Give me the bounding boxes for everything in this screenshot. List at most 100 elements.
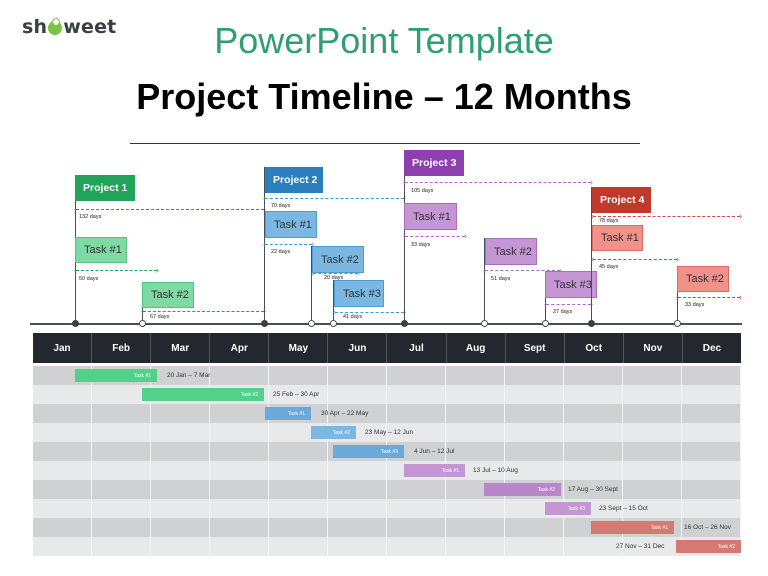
gantt-row: Task #3 4 Jun – 12 Jul <box>33 442 741 461</box>
month-jun: Jun <box>328 333 388 363</box>
milestone-dot <box>72 320 79 327</box>
gantt-row: Task #3 23 Sept – 15 Oct <box>33 499 741 518</box>
month-header-row: Jan Feb Mar Apr May Jun Jul Aug Sept Oct… <box>33 333 741 363</box>
p1-task1-days: 50 days <box>79 276 99 282</box>
p1-task1-duration-arrow <box>74 265 159 278</box>
project1-duration-arrow <box>74 204 266 217</box>
gantt-row: Task #1 20 Jan – 7 Mar <box>33 366 741 385</box>
p4-task1-duration-arrow <box>591 254 679 267</box>
p1-task2-label: Task #2 <box>142 282 194 308</box>
gantt-bar: Task #2 <box>676 540 741 553</box>
date-range: 13 Jul – 10 Aug <box>473 467 518 474</box>
p3-task3-days: 27 days <box>553 309 573 315</box>
gantt-row: Task #1 13 Jul – 10 Aug <box>33 461 741 480</box>
month-jul: Jul <box>387 333 447 363</box>
p1-task1-label: Task #1 <box>75 237 127 263</box>
p3-task2-stem <box>484 238 485 324</box>
milestone-dot <box>542 320 549 327</box>
date-range: 27 Nov – 31 Dec <box>616 543 665 550</box>
p3-task1-label: Task #1 <box>404 203 457 230</box>
month-sept: Sept <box>506 333 565 363</box>
gantt-bar: Task #2 <box>142 388 264 401</box>
p2-task2-duration-arrow <box>311 268 360 281</box>
project4-days: 78 days <box>599 218 619 224</box>
gantt-row: 27 Nov – 31 Dec Task #2 <box>33 537 741 556</box>
p3-task2-label: Task #2 <box>485 238 537 265</box>
date-range: 4 Jun – 12 Jul <box>414 448 455 455</box>
timeline-axis <box>30 323 742 325</box>
p4-task2-days: 33 days <box>685 302 705 308</box>
gantt-bar: Task #1 <box>75 369 157 382</box>
p2-task2-stem <box>311 246 312 324</box>
p2-task3-days: 41 days <box>343 314 363 320</box>
month-oct: Oct <box>565 333 624 363</box>
month-apr: Apr <box>210 333 270 363</box>
date-range: 30 Apr – 22 May <box>321 410 369 417</box>
date-range: 23 Sept – 15 Oct <box>599 505 648 512</box>
month-jan: Jan <box>33 333 93 363</box>
project1-label: Project 1 <box>75 175 135 201</box>
gantt-bar: Task #3 <box>333 445 404 458</box>
project4-duration-arrow <box>591 211 742 224</box>
p2-task3-label: Task #3 <box>334 280 384 307</box>
month-nov: Nov <box>624 333 683 363</box>
month-aug: Aug <box>447 333 506 363</box>
p2-task1-label: Task #1 <box>265 211 317 238</box>
gantt-row: Task #2 25 Feb – 30 Apr <box>33 385 741 404</box>
gantt-row: Task #1 16 Oct – 26 Nov <box>33 518 741 537</box>
project3-label: Project 3 <box>404 150 464 176</box>
gantt-bar: Task #1 <box>591 521 674 534</box>
p3-task1-duration-arrow <box>403 231 467 244</box>
month-mar: Mar <box>151 333 211 363</box>
subtitle: PowerPoint Template <box>214 20 554 61</box>
gantt-bar: Task #2 <box>484 483 561 496</box>
milestone-dot <box>481 320 488 327</box>
project3-duration-arrow <box>403 177 593 190</box>
gantt-table: Jan Feb Mar Apr May Jun Jul Aug Sept Oct… <box>33 333 741 556</box>
p2-task3-stem <box>333 280 334 324</box>
logo-mark-icon <box>48 18 63 35</box>
p2-task1-duration-arrow <box>263 239 314 252</box>
month-may: May <box>269 333 329 363</box>
milestone-dot <box>139 320 146 327</box>
milestone-dot <box>674 320 681 327</box>
gantt-bar: Task #3 <box>545 502 591 515</box>
project2-label: Project 2 <box>265 167 323 193</box>
p3-task3-label: Task #3 <box>545 271 597 298</box>
gantt-row: Task #1 30 Apr – 22 May <box>33 404 741 423</box>
date-range: 17 Aug – 30 Sept <box>568 486 618 493</box>
gantt-bar: Task #2 <box>311 426 356 439</box>
milestone-dot <box>261 320 268 327</box>
project4-label: Project 4 <box>592 187 651 213</box>
date-range: 16 Oct – 26 Nov <box>684 524 731 531</box>
milestone-dot <box>308 320 315 327</box>
p3-task2-duration-arrow <box>483 265 562 278</box>
p4-task1-days: 45 days <box>599 264 619 270</box>
p2-task2-days: 20 days <box>324 275 344 281</box>
milestone-dot <box>330 320 337 327</box>
p4-task1-label: Task #1 <box>592 225 643 251</box>
project3-days: 105 days <box>411 188 434 194</box>
milestone-dot <box>588 320 595 327</box>
date-range: 25 Feb – 30 Apr <box>273 391 320 398</box>
page-title: Project Timeline – 12 Months <box>136 76 632 117</box>
project1-days: 132 days <box>79 214 102 220</box>
gantt-row: Task #2 23 May – 12 Jun <box>33 423 741 442</box>
title-divider <box>130 143 640 144</box>
project2-days: 70 days <box>271 203 291 209</box>
gantt-bar: Task #1 <box>265 407 311 420</box>
p2-task1-days: 22 days <box>271 249 291 255</box>
milestone-dot <box>401 320 408 327</box>
gantt-bar: Task #1 <box>404 464 465 477</box>
month-feb: Feb <box>92 333 152 363</box>
month-dec: Dec <box>702 342 722 354</box>
p4-task2-label: Task #2 <box>677 266 729 292</box>
date-range: 20 Jan – 7 Mar <box>167 372 211 379</box>
p4-task2-duration-arrow <box>676 292 742 305</box>
date-range: 23 May – 12 Jun <box>365 429 414 436</box>
p1-task2-days: 67 days <box>150 314 170 320</box>
p3-task2-days: 51 days <box>491 276 511 282</box>
gantt-row: Task #2 17 Aug – 30 Sept <box>33 480 741 499</box>
p3-task1-days: 33 days <box>411 242 431 248</box>
